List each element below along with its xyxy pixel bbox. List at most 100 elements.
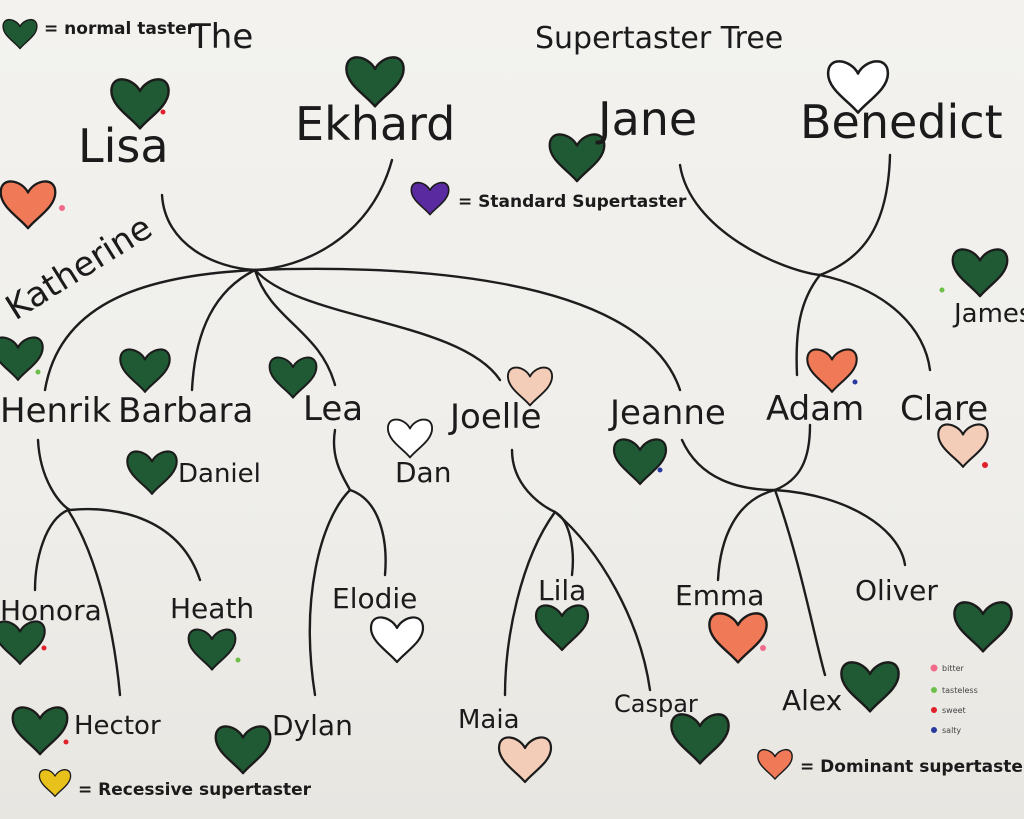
edge-to-clare — [818, 273, 932, 372]
edge-to-hector — [66, 508, 122, 697]
edge-to-joelle — [253, 268, 502, 382]
name-katherine: Katherine — [0, 208, 159, 329]
name-heath: Heath — [170, 592, 254, 625]
key-bitter-dot — [930, 664, 938, 672]
edge-to-adam — [795, 273, 822, 377]
title-line-2: Supertaster Tree — [535, 21, 783, 56]
edge-to-caspar — [553, 510, 652, 692]
edge-to-maia — [503, 510, 557, 697]
key-sweet-label: sweet — [942, 706, 966, 715]
name-barbara: Barbara — [118, 391, 253, 431]
dot-adam — [852, 379, 858, 385]
name-maia: Maia — [458, 705, 520, 735]
heart-heath-icon — [187, 628, 237, 671]
legend-standard-label: = Standard Supertaster — [458, 192, 687, 212]
dot-james — [939, 287, 945, 293]
name-adam: Adam — [766, 389, 864, 429]
dot-jeanne — [657, 467, 663, 473]
key-salty-label: salty — [942, 726, 961, 735]
key-tasteless-label: tasteless — [942, 686, 978, 695]
edge-to-dylan — [308, 488, 352, 697]
key-bitter-label: bitter — [942, 664, 964, 673]
taste-key: bitter tasteless sweet salty — [930, 664, 978, 735]
heart-emma-icon — [708, 612, 768, 664]
dot-hector — [63, 739, 69, 745]
edge-to-oliver — [773, 488, 907, 567]
key-sweet-dot — [931, 707, 937, 713]
name-dylan: Dylan — [272, 709, 353, 742]
heart-honora-icon — [0, 620, 46, 665]
edge-joelle-union — [510, 448, 574, 577]
heart-adam-icon — [806, 348, 858, 393]
name-emma: Emma — [675, 579, 764, 612]
name-henrik: Henrik — [0, 391, 111, 431]
taste-dots — [35, 109, 988, 745]
name-jane: Jane — [595, 92, 697, 146]
edge-to-barbara — [190, 268, 257, 392]
key-tasteless-dot — [931, 687, 937, 693]
heart-dylan-icon — [214, 725, 272, 775]
heart-elodie-icon — [369, 616, 425, 664]
heart-daniel-icon — [126, 450, 178, 495]
heart-oliver-icon — [953, 601, 1013, 653]
name-honora: Honora — [0, 594, 102, 627]
name-clare: Clare — [900, 389, 988, 429]
legend-dominant-heart-icon — [757, 748, 793, 780]
heart-alex-icon — [840, 661, 900, 713]
heart-caspar-icon — [670, 713, 730, 765]
edge-lea-union — [332, 428, 387, 577]
edge-to-alex — [773, 488, 827, 677]
tree-connections — [33, 153, 932, 697]
name-ekhard: Ekhard — [295, 97, 455, 151]
edge-lisa-ekhard-union — [160, 158, 394, 272]
heart-clare-icon — [937, 423, 989, 468]
name-lila: Lila — [538, 574, 586, 607]
heart-james-icon — [951, 248, 1009, 298]
heart-lila-icon — [534, 604, 590, 652]
name-oliver: Oliver — [855, 574, 938, 607]
dot-honora — [41, 645, 47, 651]
name-benedict: Benedict — [800, 95, 1003, 149]
name-lea: Lea — [303, 389, 363, 429]
edge-jane-benedict-union — [678, 153, 892, 277]
name-lisa: Lisa — [78, 119, 169, 173]
edge-to-lea — [253, 268, 337, 387]
key-salty-dot — [931, 727, 937, 733]
name-hector: Hector — [74, 711, 161, 741]
edge-to-henrik — [43, 268, 257, 392]
heart-katherine-icon — [0, 180, 57, 230]
heart-jeanne-icon — [612, 438, 668, 486]
legend-recessive-label: = Recessive supertaster — [78, 780, 312, 800]
heart-maia-icon — [497, 736, 553, 784]
heart-hector-icon — [11, 706, 69, 756]
dot-clare — [982, 462, 988, 468]
dot-katherine — [59, 205, 65, 211]
name-james: James — [952, 299, 1024, 329]
legend-normal-heart-icon — [2, 18, 38, 50]
heart-barbara-icon — [119, 348, 171, 393]
name-elodie: Elodie — [332, 582, 417, 615]
title-line-1: The — [189, 17, 253, 57]
dot-henrik — [35, 369, 41, 375]
name-jeanne: Jeanne — [608, 393, 726, 433]
heart-jane-icon — [548, 133, 606, 183]
legend-dominant-label: = Dominant supertaster — [800, 757, 1024, 777]
name-joelle: Joelle — [448, 397, 542, 437]
name-daniel: Daniel — [178, 459, 261, 489]
legend-normal-label: = normal taster — [44, 19, 196, 39]
edge-to-jeanne — [253, 267, 682, 392]
name-alex: Alex — [782, 684, 842, 717]
legend-recessive-heart-icon — [38, 769, 72, 798]
edge-to-honora — [33, 508, 70, 592]
dot-emma — [760, 645, 766, 651]
dot-heath — [235, 657, 241, 663]
dot-lisa — [160, 109, 166, 115]
edge-henrik-union — [36, 438, 202, 582]
legend-standard-heart-icon — [410, 181, 450, 216]
heart-dan-icon — [386, 418, 434, 459]
edge-jeanne-adam-union — [680, 423, 812, 492]
name-dan: Dan — [395, 456, 451, 489]
edge-to-emma — [716, 488, 777, 582]
